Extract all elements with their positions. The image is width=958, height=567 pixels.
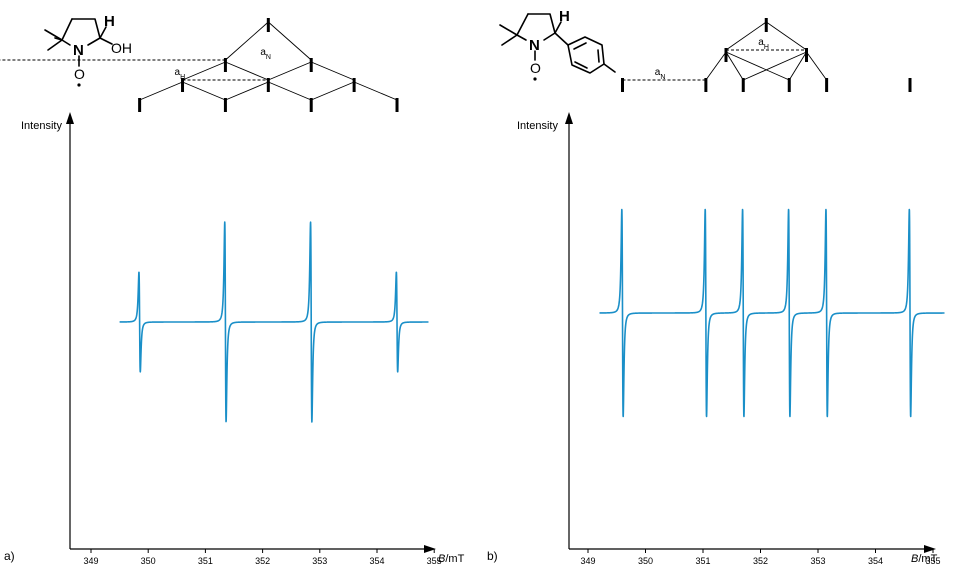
x-axis-label-a: B/mT xyxy=(438,553,465,565)
coupling-label-a-1: aH xyxy=(175,67,186,81)
panel-label-b: b) xyxy=(487,549,498,563)
epr-spectrum-a xyxy=(118,221,430,423)
x-tick-label-b-5: 354 xyxy=(868,556,883,566)
branch-b-2-1-3 xyxy=(788,51,807,81)
ring-bond-n-left-b xyxy=(516,34,527,41)
ring-bond-top-b xyxy=(527,13,556,34)
y-axis-arrow-b xyxy=(565,112,573,124)
radical-dot xyxy=(77,83,81,87)
benzene-double-bonds xyxy=(573,42,600,69)
x-axis-arrow-a xyxy=(424,545,436,553)
branch-a-3-1-1 xyxy=(225,81,269,101)
x-ticks-b: 349 350 351 352 353 354 355 xyxy=(580,549,941,566)
atom-oh: OH xyxy=(111,40,132,56)
panel-a: N O H OH aN aH Intensity B/mT a) 349 350 35… xyxy=(0,13,465,566)
atom-h: H xyxy=(104,13,115,30)
x-tick-label-b-1: 350 xyxy=(638,556,653,566)
radical-dot-b xyxy=(533,77,537,81)
x-tick-label-a-2: 351 xyxy=(198,556,213,566)
atom-h-b: H xyxy=(559,8,570,25)
coupling-label-b-0: aH xyxy=(758,37,769,51)
atom-o: O xyxy=(74,66,85,82)
x-tick-label-a-3: 352 xyxy=(255,556,270,566)
branch-a-3-2-3 xyxy=(353,81,398,101)
molecule-a-structure xyxy=(44,18,113,87)
coupling-label-b-1: aN xyxy=(655,67,666,81)
ring-bond-n-left xyxy=(61,39,71,46)
x-axis-var-a: B xyxy=(438,553,445,565)
ring-bond-left-b xyxy=(516,13,529,36)
branch-b-1-0-0 xyxy=(725,21,767,51)
x-axis-var-b: B xyxy=(911,553,918,565)
branch-a-2-1-2 xyxy=(311,61,355,81)
branch-a-2-0-0 xyxy=(182,61,226,81)
gem-dimethyl-b xyxy=(499,24,518,46)
ring-bond-n-right xyxy=(87,37,101,46)
y-axis-label-a: Intensity xyxy=(21,120,62,132)
y-axis-label-b: Intensity xyxy=(517,120,558,132)
gem-dimethyl xyxy=(44,29,63,51)
x-tick-label-b-0: 349 xyxy=(580,556,595,566)
bond-to-h-b xyxy=(554,21,562,34)
splitting-tree-b: aH aN xyxy=(621,18,912,92)
branch-b-2-0-2 xyxy=(725,51,744,81)
x-ticks-a: 349 350 351 352 353 354 355 xyxy=(83,549,442,566)
branch-b-2-1-4 xyxy=(806,51,827,81)
x-tick-label-a-1: 350 xyxy=(141,556,156,566)
branch-a-1-0-0 xyxy=(225,21,269,61)
x-axis-arrow-b xyxy=(924,545,936,553)
atom-n-b: N xyxy=(529,37,540,54)
splitting-tree-a: aN aH xyxy=(0,18,399,112)
branch-b-2-0-3 xyxy=(725,51,790,81)
x-axis-label-b: B/mT xyxy=(911,553,938,565)
x-tick-label-a-4: 353 xyxy=(312,556,327,566)
panel-b: N O H aH aN Intensity B/mT b) 349 350 351 35… xyxy=(487,8,946,566)
x-tick-label-b-2: 351 xyxy=(695,556,710,566)
molecule-b-structure xyxy=(499,13,616,81)
branch-a-1-0-1 xyxy=(268,21,312,61)
branch-a-3-1-2 xyxy=(268,81,312,101)
bond-to-h xyxy=(99,26,107,39)
branch-a-3-0-0 xyxy=(139,81,183,101)
x-tick-label-b-3: 352 xyxy=(753,556,768,566)
branch-a-2-1-1 xyxy=(268,61,312,81)
branch-b-2-0-1 xyxy=(705,51,727,81)
bond-to-aryl xyxy=(554,32,569,46)
bond-to-oh xyxy=(99,37,113,45)
branch-a-3-0-1 xyxy=(182,81,226,101)
x-axis-unit-a: /mT xyxy=(445,553,464,565)
x-tick-label-a-0: 349 xyxy=(83,556,98,566)
branch-b-2-1-2 xyxy=(743,51,807,81)
ring-bond-top xyxy=(71,18,101,39)
x-tick-label-a-6: 355 xyxy=(427,556,442,566)
panel-label-a: a) xyxy=(4,549,15,563)
x-axis-unit-b: /mT xyxy=(918,553,937,565)
branch-a-3-2-2 xyxy=(311,81,355,101)
atom-o-b: O xyxy=(530,60,541,76)
y-axis-arrow-a xyxy=(66,112,74,124)
branch-a-2-0-1 xyxy=(225,61,269,81)
x-tick-label-b-4: 353 xyxy=(810,556,825,566)
x-tick-label-a-5: 354 xyxy=(369,556,384,566)
para-methyl xyxy=(603,63,616,73)
x-tick-label-b-6: 355 xyxy=(925,556,940,566)
epr-spectrum-b xyxy=(598,208,946,418)
branch-b-1-0-1 xyxy=(765,21,807,51)
coupling-label-a-0: aN xyxy=(260,47,271,61)
atom-n: N xyxy=(73,42,84,59)
ring-bond-n-right-b xyxy=(543,32,556,41)
